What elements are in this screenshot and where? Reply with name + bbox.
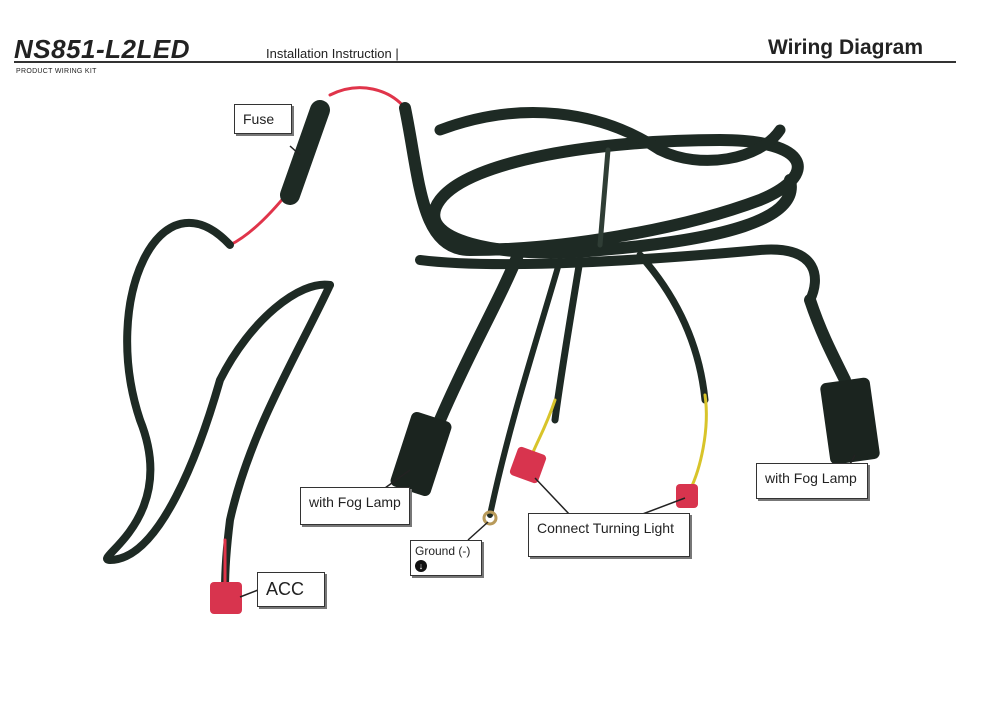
turning-right-wire	[636, 251, 709, 404]
right-fog-wire	[804, 294, 851, 386]
acc-label: ACC	[257, 572, 325, 607]
acc-lead-wire	[221, 281, 334, 594]
ground-ring-terminal	[482, 510, 498, 526]
ground-icon: ↓	[415, 559, 427, 572]
acc-connector	[210, 582, 242, 614]
right-fog-connector	[820, 377, 880, 465]
fog-lamp-left-label: with Fog Lamp	[300, 487, 410, 525]
ground-pointer	[467, 521, 489, 541]
left-fog-connector	[390, 411, 452, 497]
fog-lamp-right-label: with Fog Lamp	[756, 463, 868, 499]
acc-loop-wire	[103, 218, 334, 564]
fuse-pointer	[289, 145, 301, 156]
ground-label: Ground (-)	[415, 544, 471, 558]
fog-left-pointer	[384, 469, 411, 489]
ground-callout: Ground (-) ↓	[410, 540, 482, 576]
turning-pointer-left	[534, 477, 571, 516]
turning-left-yellow	[528, 398, 557, 462]
cable-tie	[597, 147, 611, 248]
fuse-holder	[280, 100, 330, 205]
turning-left-connector	[509, 446, 547, 484]
coil-loop-1	[399, 102, 804, 259]
coil-loop-3	[434, 107, 786, 166]
turning-pointer-right	[639, 497, 686, 516]
coil-loop-2	[415, 244, 820, 305]
turning-right-yellow	[688, 393, 708, 492]
ground-wire	[487, 257, 563, 518]
turning-light-label: Connect Turning Light	[528, 513, 690, 557]
installation-instruction: Installation Instruction |	[266, 46, 399, 61]
turning-left-wire	[551, 256, 584, 424]
diagram-title: Wiring Diagram	[768, 36, 923, 59]
fuse-label: Fuse	[234, 104, 292, 134]
acc-pointer	[239, 589, 259, 598]
left-fog-wire	[434, 244, 526, 426]
header-rule	[14, 61, 956, 63]
fuse-red-lead	[328, 86, 407, 110]
product-model: NS851-L2LED	[14, 34, 190, 64]
turning-right-connector	[676, 484, 698, 508]
product-subtitle: PRODUCT WIRING KIT	[16, 68, 97, 75]
